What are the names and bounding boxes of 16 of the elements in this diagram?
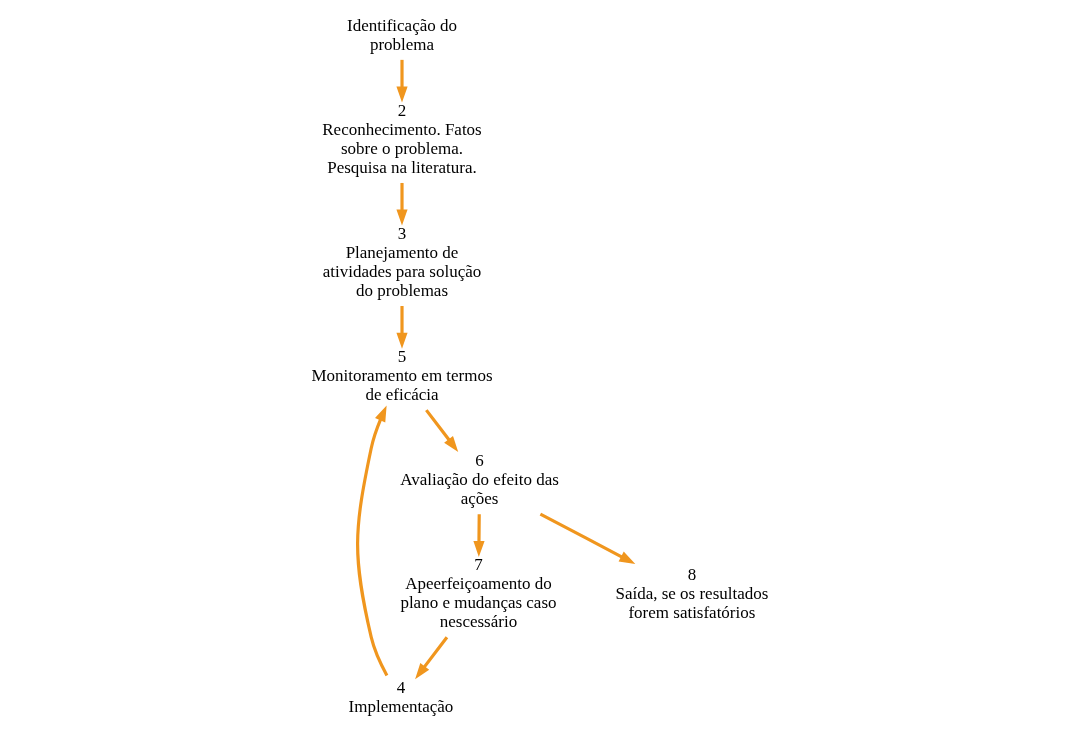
node-text: 4 Implementação [348,678,453,717]
arrow [395,182,408,226]
node-text: 3 Planejamento de atividades para solução do problemas [322,223,481,301]
arrow [539,512,635,564]
node-text: 8 Saída, se os resultados forem satisfatórios [615,564,768,622]
node-text: Identificação do problema [346,15,457,54]
arrow [395,59,408,103]
node-text: 7 Apeerfeiçoamento do plano e mudanças caso nescessário [399,555,557,632]
arrow [472,514,485,557]
arrow [355,405,388,677]
arrow [414,636,448,680]
node-text: 5 Monitoramento em termos de eficácia [310,346,493,405]
node-text: 6 Avaliação do efeito das ações [399,451,559,509]
arrow [424,409,458,453]
arrow [395,306,408,349]
node-text: 2 Reconhecimento. Fatos sobre o problema. Pesquisa na literatura. [321,100,482,177]
